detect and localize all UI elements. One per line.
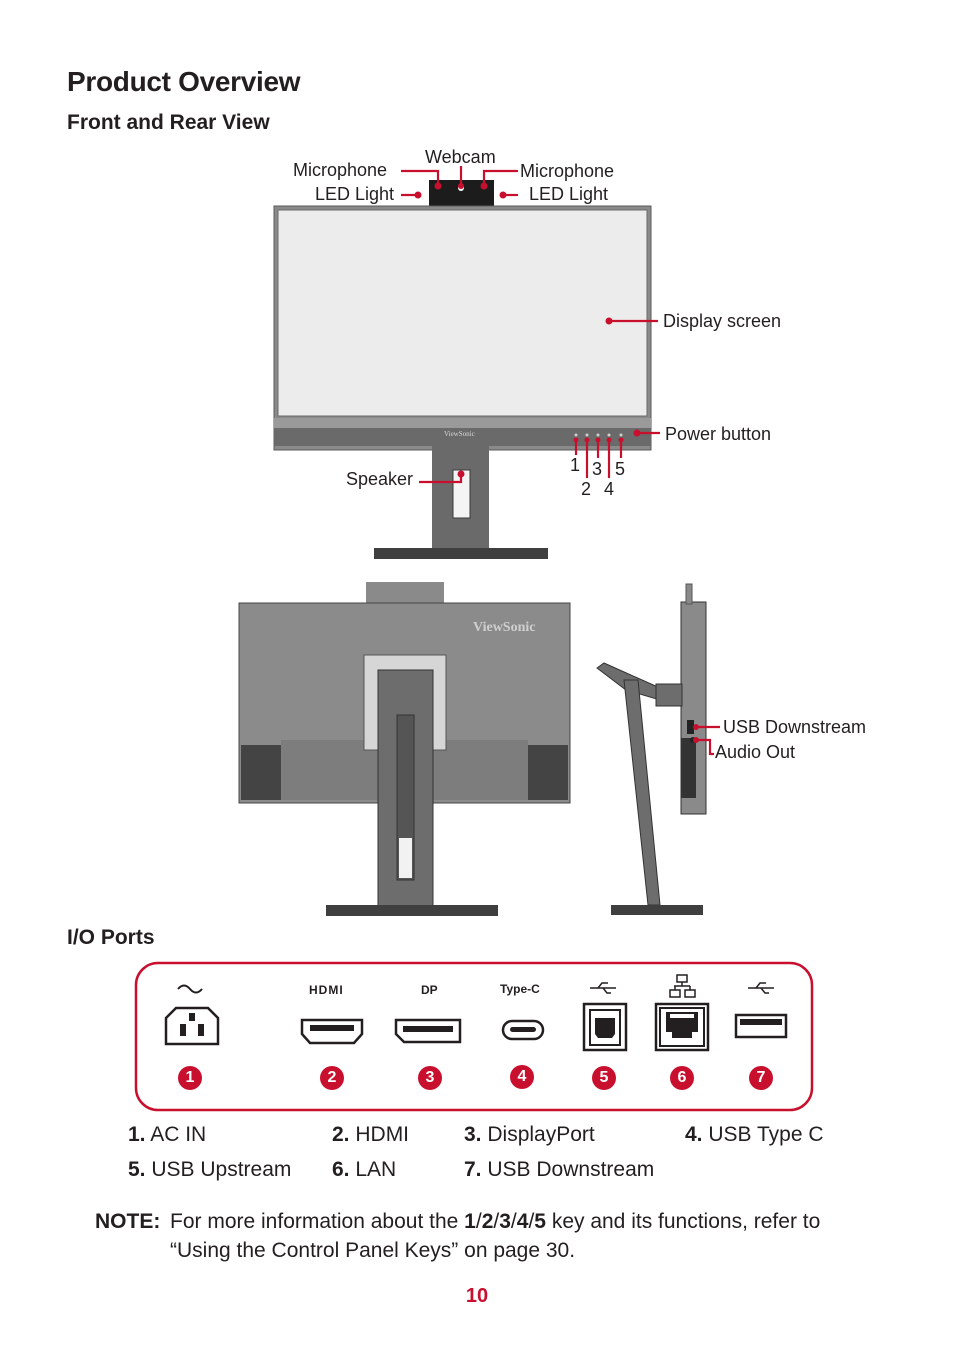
label-power-button: Power button [665,424,772,444]
port-badge-2: 2 [320,1066,344,1090]
control-keys [574,433,623,437]
side-top-rod [685,583,693,605]
stand-base [374,548,548,559]
key-number-3: 3 [592,459,603,479]
monitor-chin [274,418,651,428]
label-mic-left-1: Microphone [293,160,388,180]
port-label-dp: DP [421,983,438,997]
side-usb-port [687,720,694,734]
side-stand-base [611,905,703,915]
label-usb-downstream: USB Downstream [723,717,867,737]
usb-downstream-port-icon [734,1013,788,1039]
port-badge-6: 6 [670,1066,694,1090]
ac-in-port-icon [164,1006,220,1046]
side-vent [681,738,696,798]
label-webcam: Webcam [425,147,496,167]
front-view-illustration [273,166,660,559]
rear-vent-left [241,745,281,800]
port-badge-1: 1 [178,1066,202,1090]
usb-symbol-2-icon [748,982,774,994]
note-label: NOTE: [95,1210,161,1233]
monitor-bottom-strip [274,428,651,446]
page-number: 10 [465,1285,489,1307]
key-number-1: 1 [570,455,581,475]
label-mic-left-2: LED Light [315,184,395,204]
port-badge-3: 3 [418,1066,442,1090]
hdmi-port-icon [300,1018,364,1045]
network-symbol-icon [669,974,696,998]
section-heading-io-ports: I/O Ports [67,926,155,949]
usb-symbol-icon [590,982,616,994]
note-line-1: For more information about the 1/2/3/4/5… [170,1210,821,1233]
key-number-5: 5 [615,459,626,479]
label-display-screen: Display screen [663,311,782,331]
port-label-hdmi: HDMI [309,983,344,997]
io-ports-panel [134,961,814,1112]
legend-item-6: 6. LAN [332,1158,397,1181]
label-speaker: Speaker [346,469,414,489]
legend-item-1: 1. AC IN [128,1123,207,1146]
legend-item-5: 5. USB Upstream [128,1158,292,1181]
legend-item-7: 7. USB Downstream [464,1158,655,1181]
rear-vent-right [528,745,568,800]
section-heading-front-rear: Front and Rear View [67,111,270,134]
port-label-typec: Type-C [500,982,540,996]
key-number-2: 2 [581,479,592,499]
page-title: Product Overview [67,66,301,97]
port-badge-5: 5 [592,1066,616,1090]
rear-webcam-top [366,582,444,604]
port-badge-7: 7 [749,1066,773,1090]
rear-side-illustration [238,582,720,916]
display-screen [277,209,648,417]
io-panel-frame [134,961,814,1112]
key-number-4: 4 [604,479,615,499]
rear-stand-slot-window [399,838,412,878]
port-badge-4: 4 [510,1065,534,1089]
brand-rear-logo: ViewSonic [473,620,536,635]
ac-wave-icon [177,984,203,994]
brand-front-logo: ViewSonic [444,430,475,438]
note-line-2: “Using the Control Panel Keys” on page 3… [170,1239,576,1262]
legend-item-4: 4. USB Type C [685,1123,824,1146]
label-mic-right-1: Microphone [520,161,615,181]
legend-item-2: 2. HDMI [332,1123,410,1146]
side-stand-hinge [655,683,683,707]
rear-stand-base [326,905,498,916]
legend-item-3: 3. DisplayPort [464,1123,595,1146]
label-audio-out: Audio Out [715,742,796,762]
label-mic-right-2: LED Light [529,184,609,204]
